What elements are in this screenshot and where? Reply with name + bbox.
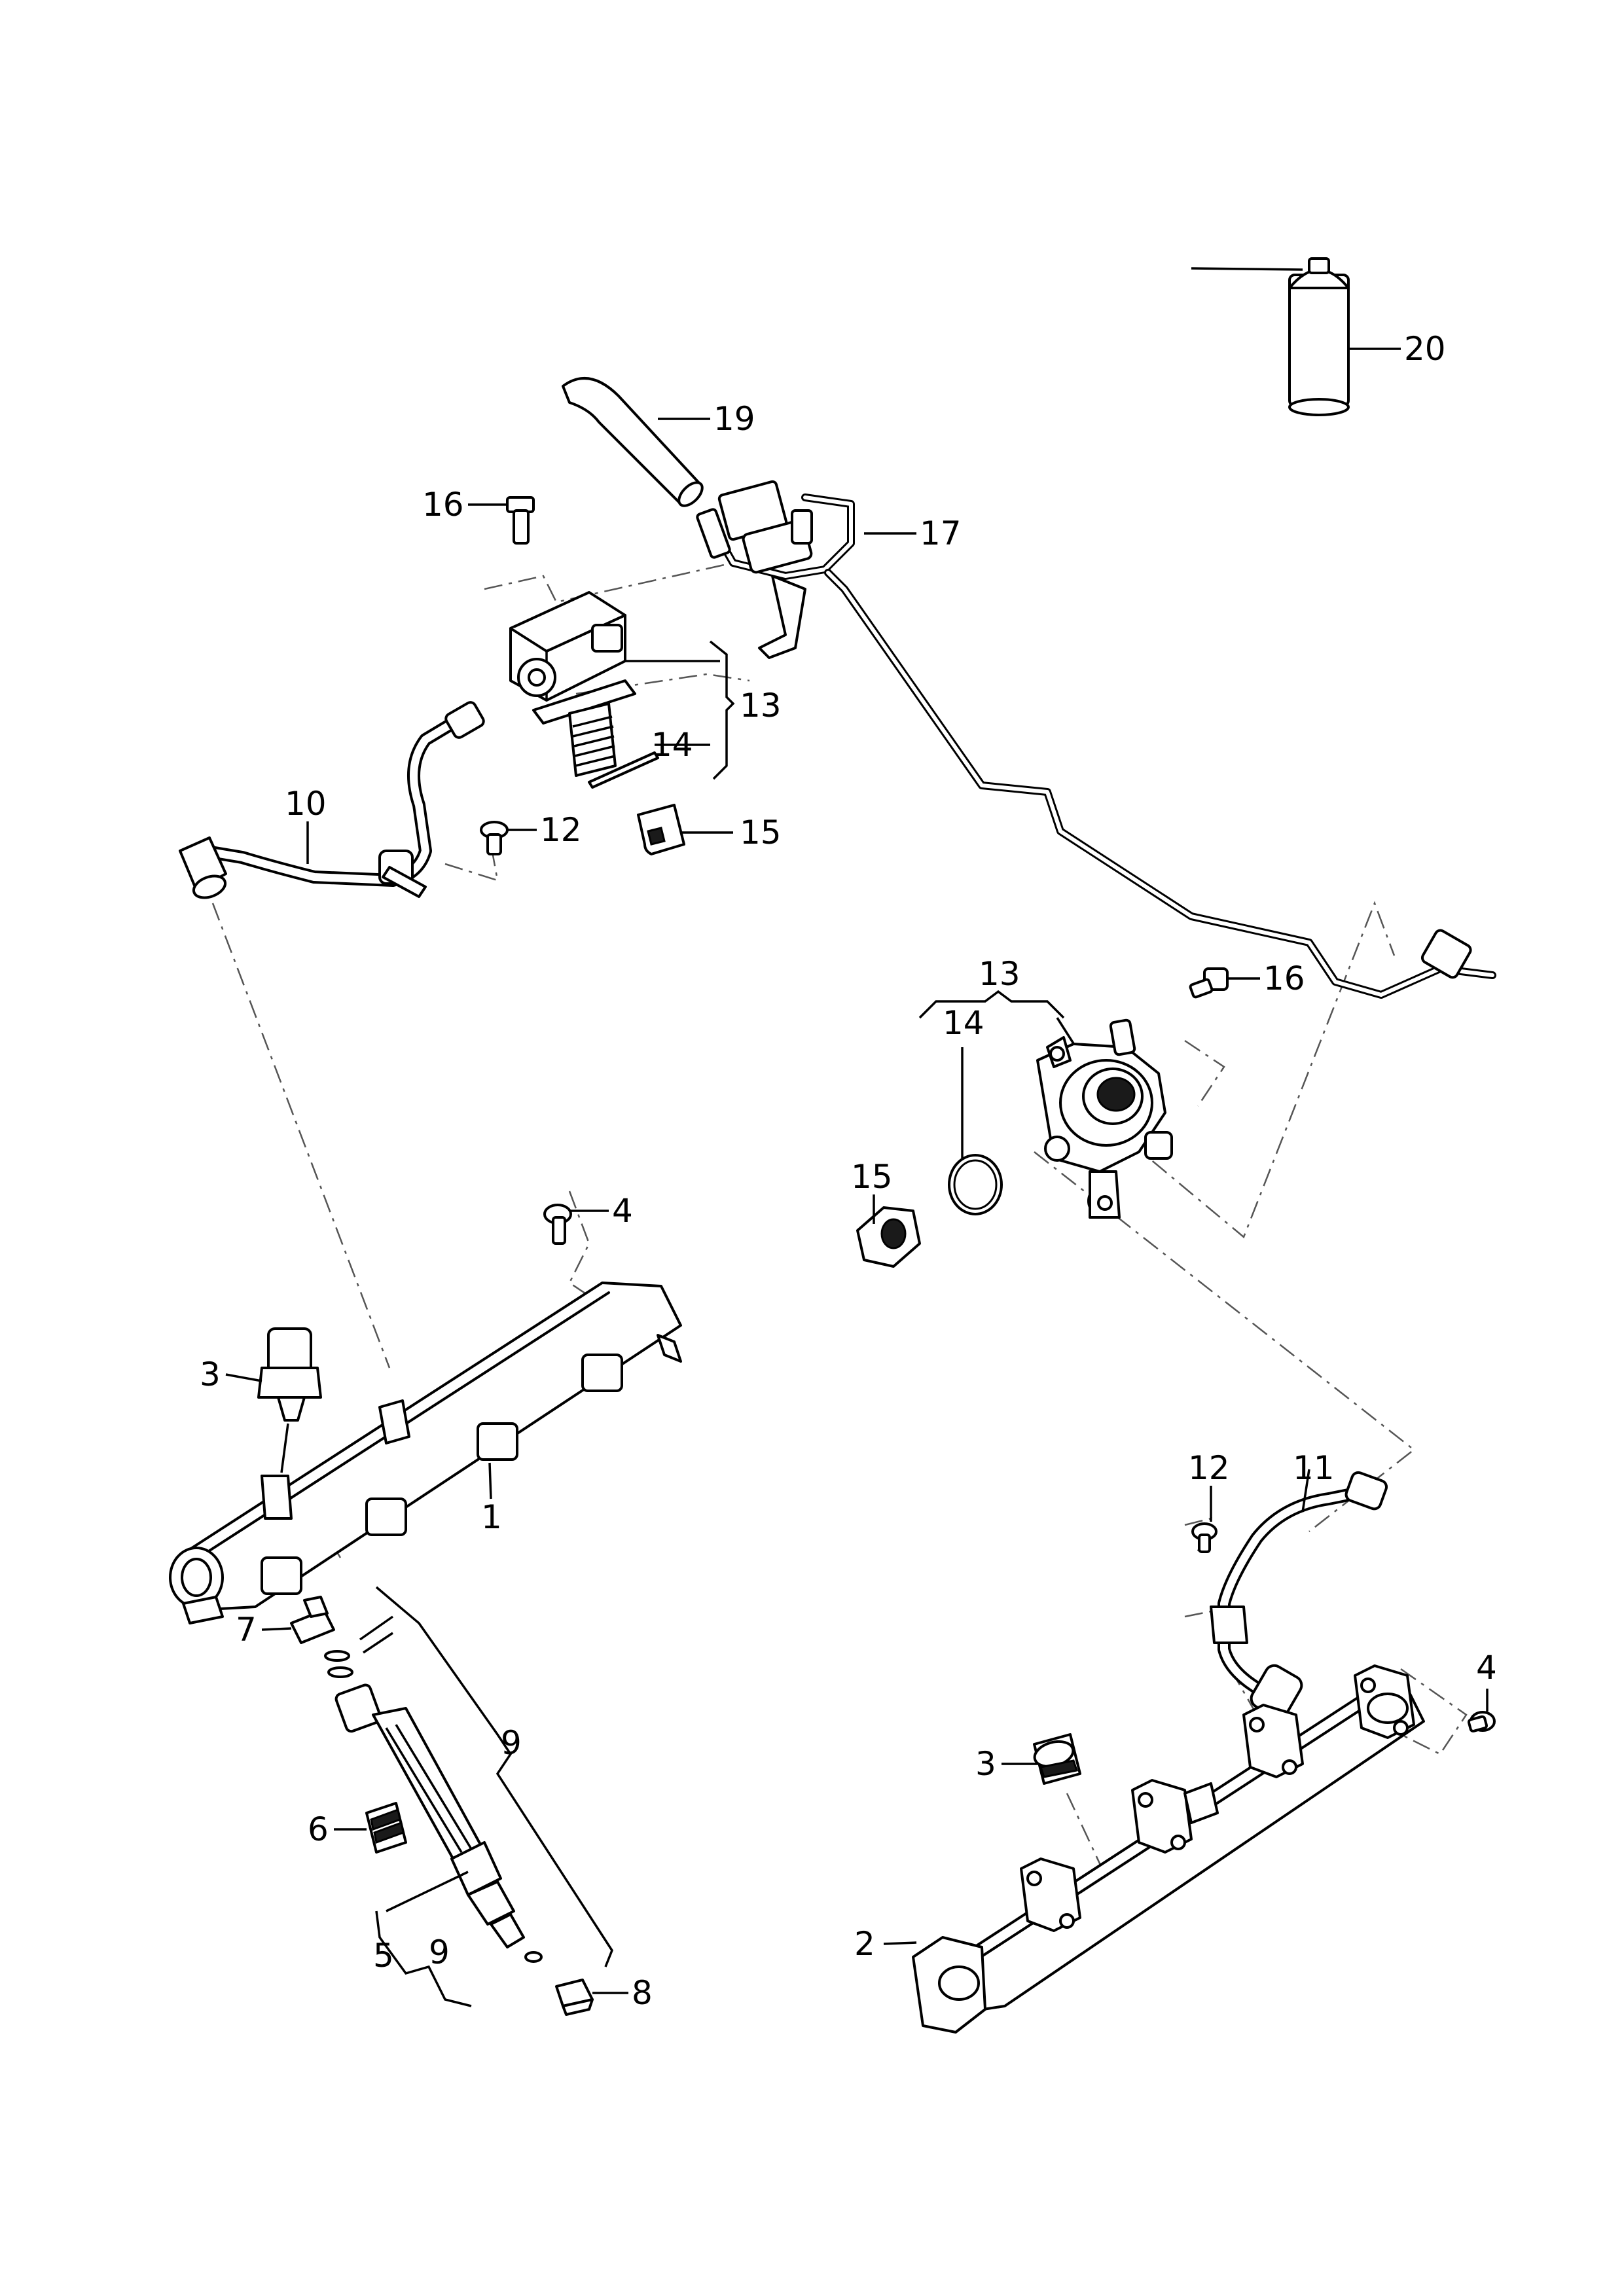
- callout-9-upper: 9: [501, 1724, 522, 1762]
- part-9-injector-bracket: 9 9 5: [359, 1586, 613, 2007]
- part-2-fuel-rail: 2: [854, 1664, 1425, 2034]
- part-16-bolt-top: 16: [422, 486, 535, 545]
- part-7-retaining-clip: 7: [236, 1596, 335, 1649]
- part-5-injector: [324, 1650, 543, 1963]
- part-20-aerosol-can: 20: [1191, 257, 1446, 416]
- part-15-follower-top: 15: [637, 804, 782, 855]
- part-14-oring-top: 14: [588, 726, 710, 789]
- part-15-follower-right: 15: [851, 1158, 921, 1268]
- part-4-screw-left: 4: [543, 1192, 633, 1245]
- callout-6: 6: [308, 1810, 329, 1848]
- callout-8: 8: [632, 1974, 653, 2012]
- callout-17: 17: [920, 514, 962, 552]
- callout-13-top: 13: [740, 687, 782, 725]
- callout-4-left: 4: [612, 1192, 633, 1230]
- callout-15-right: 15: [851, 1158, 893, 1196]
- part-6-seal: 6: [308, 1802, 407, 1854]
- callout-3-right: 3: [975, 1745, 996, 1783]
- callout-20: 20: [1404, 330, 1446, 368]
- part-3-pressure-sensor-left: 3: [200, 1327, 322, 1473]
- part-8-clip: 8: [555, 1974, 653, 2016]
- callout-10: 10: [285, 785, 327, 823]
- callout-14-top: 14: [651, 726, 693, 764]
- callout-9-lower: 9: [429, 1933, 450, 1971]
- part-17-fuel-line: 17: [696, 480, 1496, 999]
- callout-2: 2: [854, 1925, 875, 1963]
- part-12-screw-top: 12: [480, 811, 582, 855]
- callout-19: 19: [713, 400, 755, 438]
- callout-11: 11: [1293, 1449, 1335, 1487]
- part-14-oring-right: 14: [943, 1004, 1003, 1215]
- part-10-fuel-pipe: 10: [179, 701, 485, 899]
- callout-12-right: 12: [1188, 1449, 1230, 1487]
- part-16-bolt-right: 16: [1189, 960, 1305, 999]
- callout-12-top: 12: [540, 811, 582, 849]
- part-19-fuel-hose: 19: [562, 377, 755, 507]
- callout-4-right: 4: [1476, 1649, 1497, 1687]
- callout-7: 7: [236, 1611, 257, 1649]
- part-13-pump-top: 13: [509, 591, 782, 780]
- callout-14-right: 14: [943, 1004, 984, 1042]
- part-13-pump-right: 13: [918, 955, 1173, 1219]
- callout-5: 5: [373, 1937, 394, 1975]
- callout-13-right: 13: [979, 955, 1020, 993]
- part-3-pressure-sensor-right: 3: [975, 1733, 1081, 1785]
- callout-1: 1: [481, 1498, 502, 1536]
- part-12-screw-right: 12: [1188, 1449, 1230, 1553]
- callout-3-left: 3: [200, 1355, 221, 1393]
- callout-15-top: 15: [740, 814, 782, 852]
- part-1-fuel-rail: 1: [169, 1282, 682, 1624]
- callout-16-right: 16: [1263, 960, 1305, 997]
- callout-16-top: 16: [422, 486, 464, 524]
- part-4-screw-right: 4: [1467, 1649, 1497, 1732]
